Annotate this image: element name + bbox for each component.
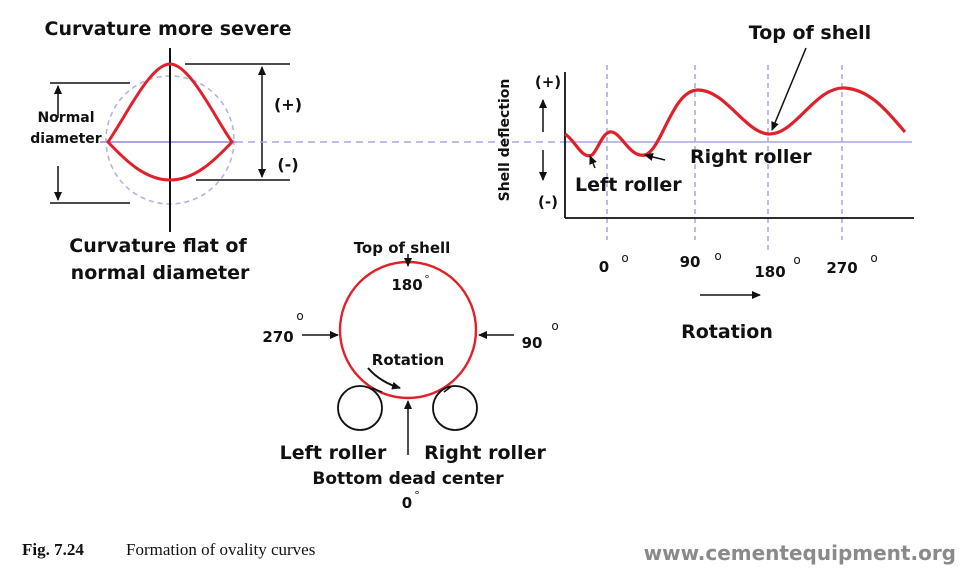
tick-label-270: 270	[826, 259, 857, 277]
tick-label-0: 0	[599, 258, 609, 276]
normal-label-line2: diameter	[30, 131, 102, 147]
tick-deg-180: o	[793, 253, 800, 267]
y-plus-label: (+)	[535, 73, 561, 91]
bottom-dead-center-label: Bottom dead center	[312, 469, 504, 489]
top-of-shell-label: Top of shell	[749, 22, 871, 44]
deformed-shell-shape	[106, 62, 234, 182]
right-roller-label: Right roller	[690, 146, 812, 168]
deflection-graph: Shell deflection (+) (-) Top of shell Ri…	[497, 22, 914, 343]
deflection-curve	[564, 86, 907, 158]
rotation-direction-arrow	[367, 367, 401, 390]
tick-label-180: 180	[754, 263, 785, 281]
tick-label-90: 90	[680, 253, 701, 271]
minus-label: (-)	[277, 155, 298, 174]
angle-270-label: 270	[262, 328, 293, 346]
curvature-flat-label-line1: Curvature flat of	[69, 235, 247, 257]
curvature-severe-label: Curvature more severe	[45, 18, 292, 40]
watermark: www.cementequipment.org	[644, 541, 956, 565]
right-contact-tick	[443, 385, 453, 393]
shell-deflection-axis-label: Shell deflection	[497, 79, 513, 202]
tick-deg-0: o	[621, 251, 628, 265]
angle-0-degree: °	[414, 489, 420, 502]
left-roller-label: Left roller	[575, 174, 682, 196]
left-roller-pointer	[589, 155, 597, 169]
angle-180-label: 180	[391, 276, 422, 294]
figure-number: Fig. 7.24	[22, 540, 84, 559]
left-contact-tick	[371, 387, 383, 393]
rotation-label: Rotation	[372, 351, 444, 369]
angle-90-label: 90	[522, 334, 543, 352]
angle-180-degree: °	[424, 273, 430, 286]
right-roller-pointer	[644, 153, 666, 161]
right-roller-bottom-label: Right roller	[424, 442, 546, 464]
y-minus-label: (-)	[538, 193, 558, 211]
shell-shape-diagram: Curvature more severe Normal diameter (+…	[30, 18, 302, 284]
right-roller-circle	[432, 385, 478, 431]
left-roller-circle	[337, 385, 383, 431]
angle-0-label: 0	[402, 494, 412, 512]
tick-deg-270: o	[870, 251, 877, 265]
plus-label: (+)	[274, 95, 302, 114]
normal-label-line1: Normal	[37, 110, 94, 126]
angle-270-degree: o	[296, 309, 303, 323]
rotation-axis-label: Rotation	[681, 321, 773, 343]
top-of-shell-pointer	[771, 47, 807, 131]
top-of-shell-small-label: Top of shell	[354, 239, 451, 257]
figure-caption: Formation of ovality curves	[126, 540, 315, 559]
shell-rollers-diagram: Top of shell 180 ° 270 o 90 o Rotation L…	[262, 239, 558, 512]
left-roller-bottom-label: Left roller	[280, 442, 387, 464]
curvature-flat-label-line2: normal diameter	[71, 262, 250, 284]
angle-90-degree: o	[551, 319, 558, 333]
tick-deg-90: o	[714, 249, 721, 263]
